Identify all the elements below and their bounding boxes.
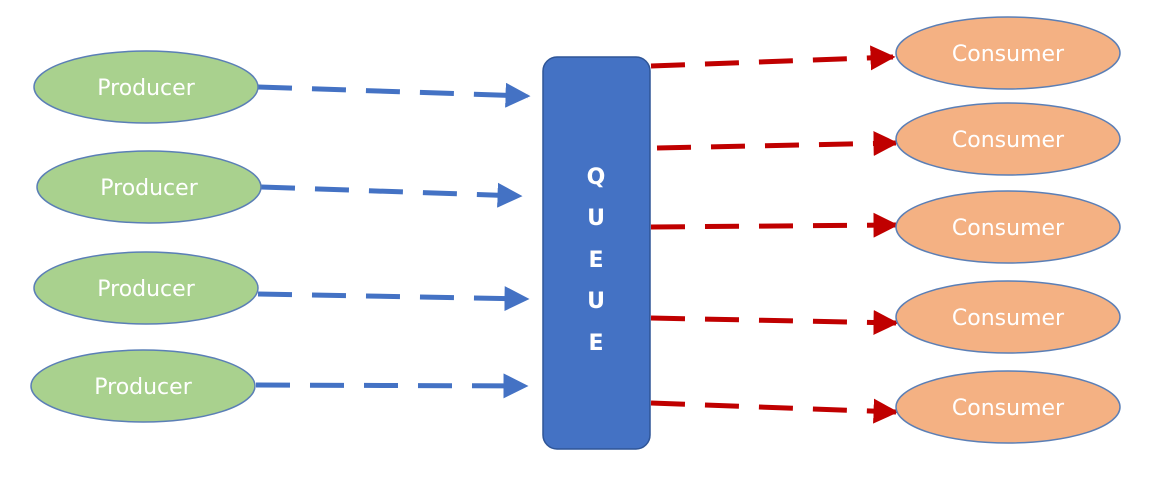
producer-shape xyxy=(33,251,259,325)
consumer-shape xyxy=(895,16,1121,90)
consumer-shape xyxy=(895,102,1121,176)
consumer-label: Consumer xyxy=(952,396,1065,421)
producer-arrow xyxy=(255,373,529,399)
consumer-node: Consumer xyxy=(895,280,1121,354)
consumer-node: Consumer xyxy=(895,16,1121,90)
consumer-node: Consumer xyxy=(895,102,1121,176)
consumer-shape xyxy=(895,190,1121,264)
producer-shape xyxy=(30,349,256,423)
producer-node: Producer xyxy=(30,349,256,423)
consumer-label: Consumer xyxy=(952,42,1065,67)
producer-shape xyxy=(36,150,262,224)
queue-letter: E xyxy=(588,331,603,356)
producer-arrows xyxy=(255,82,531,399)
consumer-label: Consumer xyxy=(952,306,1065,331)
consumer-arrow xyxy=(656,130,899,156)
consumer-node: Consumer xyxy=(895,190,1121,264)
consumer-node: Consumer xyxy=(895,370,1121,444)
queue-letter: E xyxy=(588,248,603,273)
producer-label: Producer xyxy=(94,375,192,400)
queue-letter: Q xyxy=(587,165,606,190)
consumer-shape xyxy=(895,280,1121,354)
consumer-arrow xyxy=(650,212,899,238)
producer-node: Producer xyxy=(36,150,262,224)
producer-node: Producer xyxy=(33,251,259,325)
producer-arrow xyxy=(257,82,531,108)
queue-node: Q U E U E xyxy=(542,56,651,450)
consumer-arrow xyxy=(650,310,899,336)
queue-letter: U xyxy=(587,289,605,314)
producer-node: Producer xyxy=(33,50,259,124)
consumer-arrow xyxy=(650,45,896,71)
producer-label: Producer xyxy=(100,176,198,201)
consumer-arrows xyxy=(650,45,899,424)
consumer-label: Consumer xyxy=(952,216,1065,241)
producer-label: Producer xyxy=(97,277,195,302)
consumer-label: Consumer xyxy=(952,128,1065,153)
producer-shape xyxy=(33,50,259,124)
queue-letter: U xyxy=(587,206,605,231)
producer-label: Producer xyxy=(97,76,195,101)
queue-shape xyxy=(542,56,651,450)
consumer-arrow xyxy=(650,398,899,424)
producer-arrow xyxy=(260,182,523,208)
producer-arrow xyxy=(257,286,530,312)
consumer-shape xyxy=(895,370,1121,444)
